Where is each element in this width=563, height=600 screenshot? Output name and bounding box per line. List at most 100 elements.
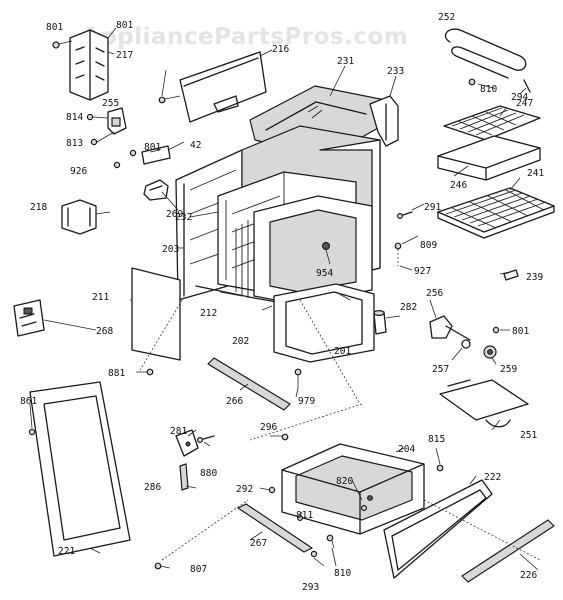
callout-926: 926 bbox=[70, 166, 87, 177]
part-239-clip bbox=[503, 269, 519, 281]
part-217-bracket bbox=[69, 29, 109, 101]
part-247-insert bbox=[443, 105, 541, 141]
screw-292 bbox=[268, 486, 276, 494]
part-204-drawer bbox=[281, 443, 425, 535]
screw-801-a bbox=[52, 40, 73, 49]
leader-lines bbox=[29, 27, 539, 571]
callout-222: 222 bbox=[484, 472, 501, 483]
part-222-front bbox=[383, 479, 493, 579]
alignment-lines bbox=[139, 299, 541, 561]
part-42-plate bbox=[141, 145, 171, 165]
callout-801: 801 bbox=[46, 22, 63, 33]
screw-801-d bbox=[492, 326, 500, 334]
part-221-door bbox=[29, 381, 131, 557]
callout-810: 810 bbox=[334, 568, 351, 579]
part-268-latch bbox=[13, 299, 45, 337]
callout-labels: 801 217 216 231 233 252 810 294 247 814 … bbox=[20, 12, 544, 593]
callout-233: 233 bbox=[387, 66, 404, 77]
callout-202: 202 bbox=[232, 336, 249, 347]
callout-811: 811 bbox=[296, 510, 313, 521]
callout-217: 217 bbox=[116, 50, 133, 61]
callout-252: 252 bbox=[438, 12, 455, 23]
callout-927: 927 bbox=[414, 266, 431, 277]
callout-282: 282 bbox=[400, 302, 417, 313]
callout-259: 259 bbox=[500, 364, 517, 375]
part-211-panel bbox=[131, 267, 181, 361]
screw-820 bbox=[361, 505, 368, 512]
part-954-sensor bbox=[322, 242, 330, 250]
callout-211: 211 bbox=[92, 292, 109, 303]
callout-801: 801 bbox=[116, 20, 133, 31]
part-252-element bbox=[444, 28, 527, 79]
screw-979 bbox=[294, 368, 302, 388]
callout-296: 296 bbox=[260, 422, 277, 433]
callout-814: 814 bbox=[66, 112, 83, 123]
screw-810-b bbox=[326, 534, 335, 549]
callout-801: 801 bbox=[512, 326, 529, 337]
screw-293 bbox=[310, 550, 318, 558]
callout-226: 226 bbox=[520, 570, 537, 581]
callout-292: 292 bbox=[236, 484, 253, 495]
part-241-rack bbox=[437, 187, 555, 239]
callout-294: 294 bbox=[511, 92, 528, 103]
screw-815 bbox=[436, 464, 444, 472]
callout-256: 256 bbox=[426, 288, 443, 299]
callout-268: 268 bbox=[96, 326, 113, 337]
callout-42: 42 bbox=[190, 140, 201, 151]
callout-810: 810 bbox=[480, 84, 497, 95]
screw-296 bbox=[281, 433, 289, 441]
part-259-knob bbox=[483, 345, 497, 359]
callout-203: 203 bbox=[162, 244, 179, 255]
screw-807 bbox=[154, 562, 162, 570]
callout-861: 861 bbox=[20, 396, 37, 407]
callout-291: 291 bbox=[424, 202, 441, 213]
screw-801-c bbox=[158, 95, 181, 104]
part-267-rail bbox=[237, 503, 313, 553]
callout-255: 255 bbox=[102, 98, 119, 109]
callout-257: 257 bbox=[432, 364, 449, 375]
callout-201: 201 bbox=[334, 346, 351, 357]
callout-881: 881 bbox=[108, 368, 125, 379]
watermark: AppliancePartsPros.com bbox=[82, 24, 408, 50]
callout-251: 251 bbox=[520, 430, 537, 441]
callout-954: 954 bbox=[316, 268, 333, 279]
callout-246: 246 bbox=[450, 180, 467, 191]
screw-926 bbox=[113, 161, 121, 169]
screw-291 bbox=[397, 211, 413, 220]
part-226-trim bbox=[461, 519, 555, 583]
callout-241: 241 bbox=[527, 168, 544, 179]
callout-232: 232 bbox=[175, 212, 192, 223]
screw-809 bbox=[394, 242, 402, 266]
callout-269: 269 bbox=[166, 209, 183, 220]
screw-294 bbox=[523, 79, 531, 93]
callout-979: 979 bbox=[298, 396, 315, 407]
callout-813: 813 bbox=[66, 138, 83, 149]
part-880-pin bbox=[197, 435, 215, 444]
callout-286: 286 bbox=[144, 482, 161, 493]
callout-239: 239 bbox=[526, 272, 543, 283]
callout-281: 281 bbox=[170, 426, 187, 437]
callout-880: 880 bbox=[200, 468, 217, 479]
screw-813 bbox=[90, 131, 115, 146]
part-257-ring bbox=[461, 339, 471, 349]
part-266-strip bbox=[207, 357, 291, 411]
callout-231: 231 bbox=[337, 56, 354, 67]
screw-810-a bbox=[468, 78, 476, 86]
callout-221: 221 bbox=[58, 546, 75, 557]
part-269-clip bbox=[143, 179, 169, 201]
callout-204: 204 bbox=[398, 444, 415, 455]
part-246-pan bbox=[437, 135, 541, 181]
part-256-switch bbox=[429, 315, 471, 341]
part-281-hinge bbox=[175, 429, 199, 457]
callout-820: 820 bbox=[336, 476, 353, 487]
part-202-frame bbox=[273, 283, 375, 363]
callout-216: 216 bbox=[272, 44, 289, 55]
callout-801: 801 bbox=[144, 142, 161, 153]
callout-267: 267 bbox=[250, 538, 267, 549]
callout-266: 266 bbox=[226, 396, 243, 407]
screw-861 bbox=[28, 428, 36, 436]
callout-218: 218 bbox=[30, 202, 47, 213]
callout-293: 293 bbox=[302, 582, 319, 593]
part-282-knob bbox=[373, 310, 387, 335]
